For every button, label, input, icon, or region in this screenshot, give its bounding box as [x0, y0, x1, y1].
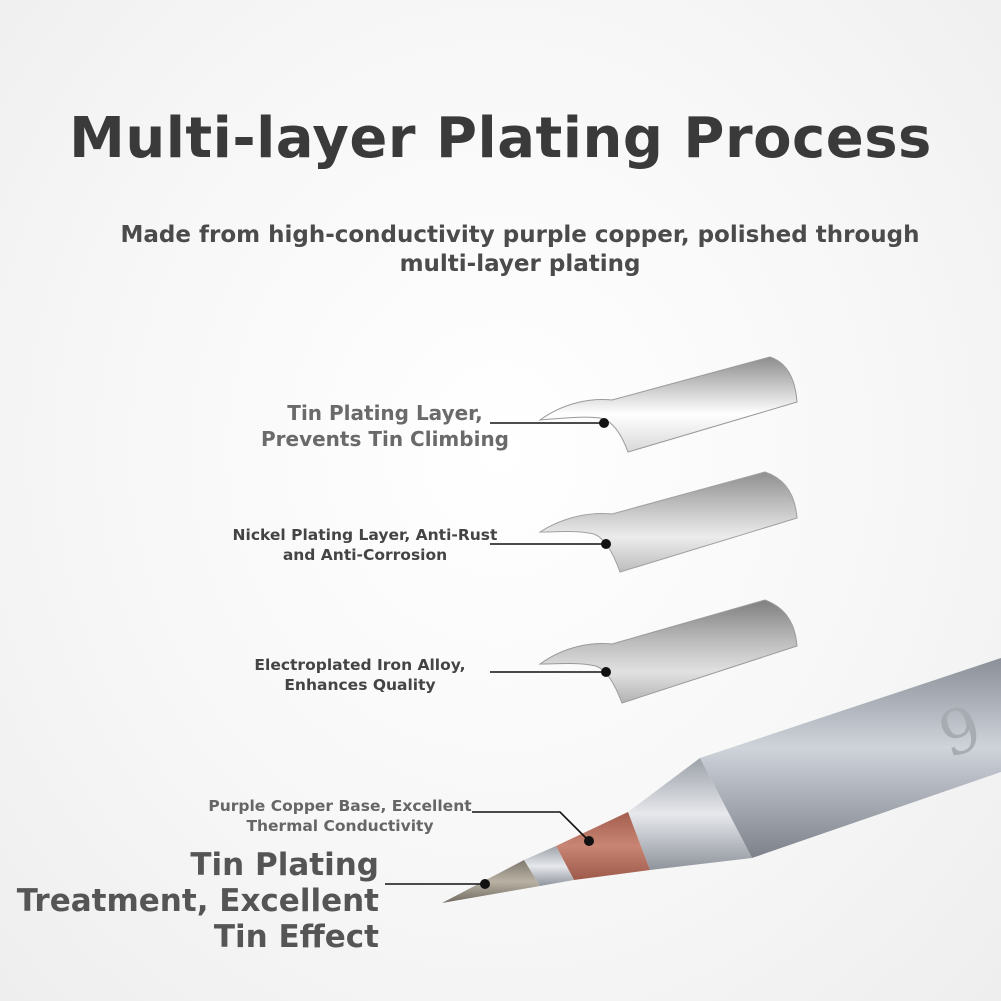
- soldering-tip: 9: [442, 658, 1001, 903]
- tin-layer-sheet: [538, 356, 798, 453]
- leader-iron-dot: [601, 667, 611, 677]
- leader-nickel-dot: [601, 539, 611, 549]
- tin-tip-point: [442, 860, 540, 903]
- tin-treatment-label-line-1: Tin Plating: [190, 847, 379, 883]
- leader-copper-dot: [584, 836, 594, 846]
- nickel-layer-label-line-2: and Anti-Corrosion: [282, 546, 448, 564]
- iron-layer-label: Electroplated Iron Alloy, Enhances Quali…: [215, 655, 505, 695]
- iron-layer-sheet: [538, 599, 798, 704]
- nickel-layer-label-line-1: Nickel Plating Layer, Anti-Rust: [232, 526, 498, 544]
- tin-treatment-label-line-2: Treatment, Excellent: [16, 883, 379, 919]
- iron-layer-label-line-1: Electroplated Iron Alloy,: [254, 656, 466, 674]
- leader-lines: [385, 418, 611, 889]
- tip-cone: [628, 758, 752, 870]
- leader-tin-dot: [599, 418, 609, 428]
- subtitle-line-2: multi-layer plating: [399, 251, 641, 277]
- tin-treatment-label: Tin Plating Treatment, Excellent Tin Eff…: [0, 847, 379, 955]
- nickel-layer-sheet: [538, 471, 798, 573]
- tin-treatment-label-line-3: Tin Effect: [213, 919, 379, 955]
- nickel-layer-label: Nickel Plating Layer, Anti-Rust and Anti…: [220, 525, 510, 565]
- silver-ring: [524, 846, 574, 886]
- subtitle-line-1: Made from high-conductivity purple coppe…: [120, 222, 920, 248]
- copper-base-label-line-2: Thermal Conductivity: [246, 817, 434, 835]
- page-title: Multi-layer Plating Process: [69, 106, 932, 171]
- leader-copper: [472, 811, 590, 842]
- tin-layer-label-line-2: Prevents Tin Climbing: [260, 427, 509, 451]
- tip-body: [700, 658, 1001, 858]
- page-subtitle: Made from high-conductivity purple coppe…: [100, 221, 940, 279]
- tin-layer-label: Tin Plating Layer, Prevents Tin Climbing: [235, 400, 535, 452]
- tin-layer-label-line-1: Tin Plating Layer,: [287, 401, 483, 425]
- iron-layer-label-line-2: Enhances Quality: [284, 676, 436, 694]
- leader-treatment-dot: [480, 879, 490, 889]
- copper-base-label: Purple Copper Base, Excellent Thermal Co…: [185, 796, 495, 836]
- copper-band: [556, 812, 650, 880]
- copper-base-label-line-1: Purple Copper Base, Excellent: [208, 797, 472, 815]
